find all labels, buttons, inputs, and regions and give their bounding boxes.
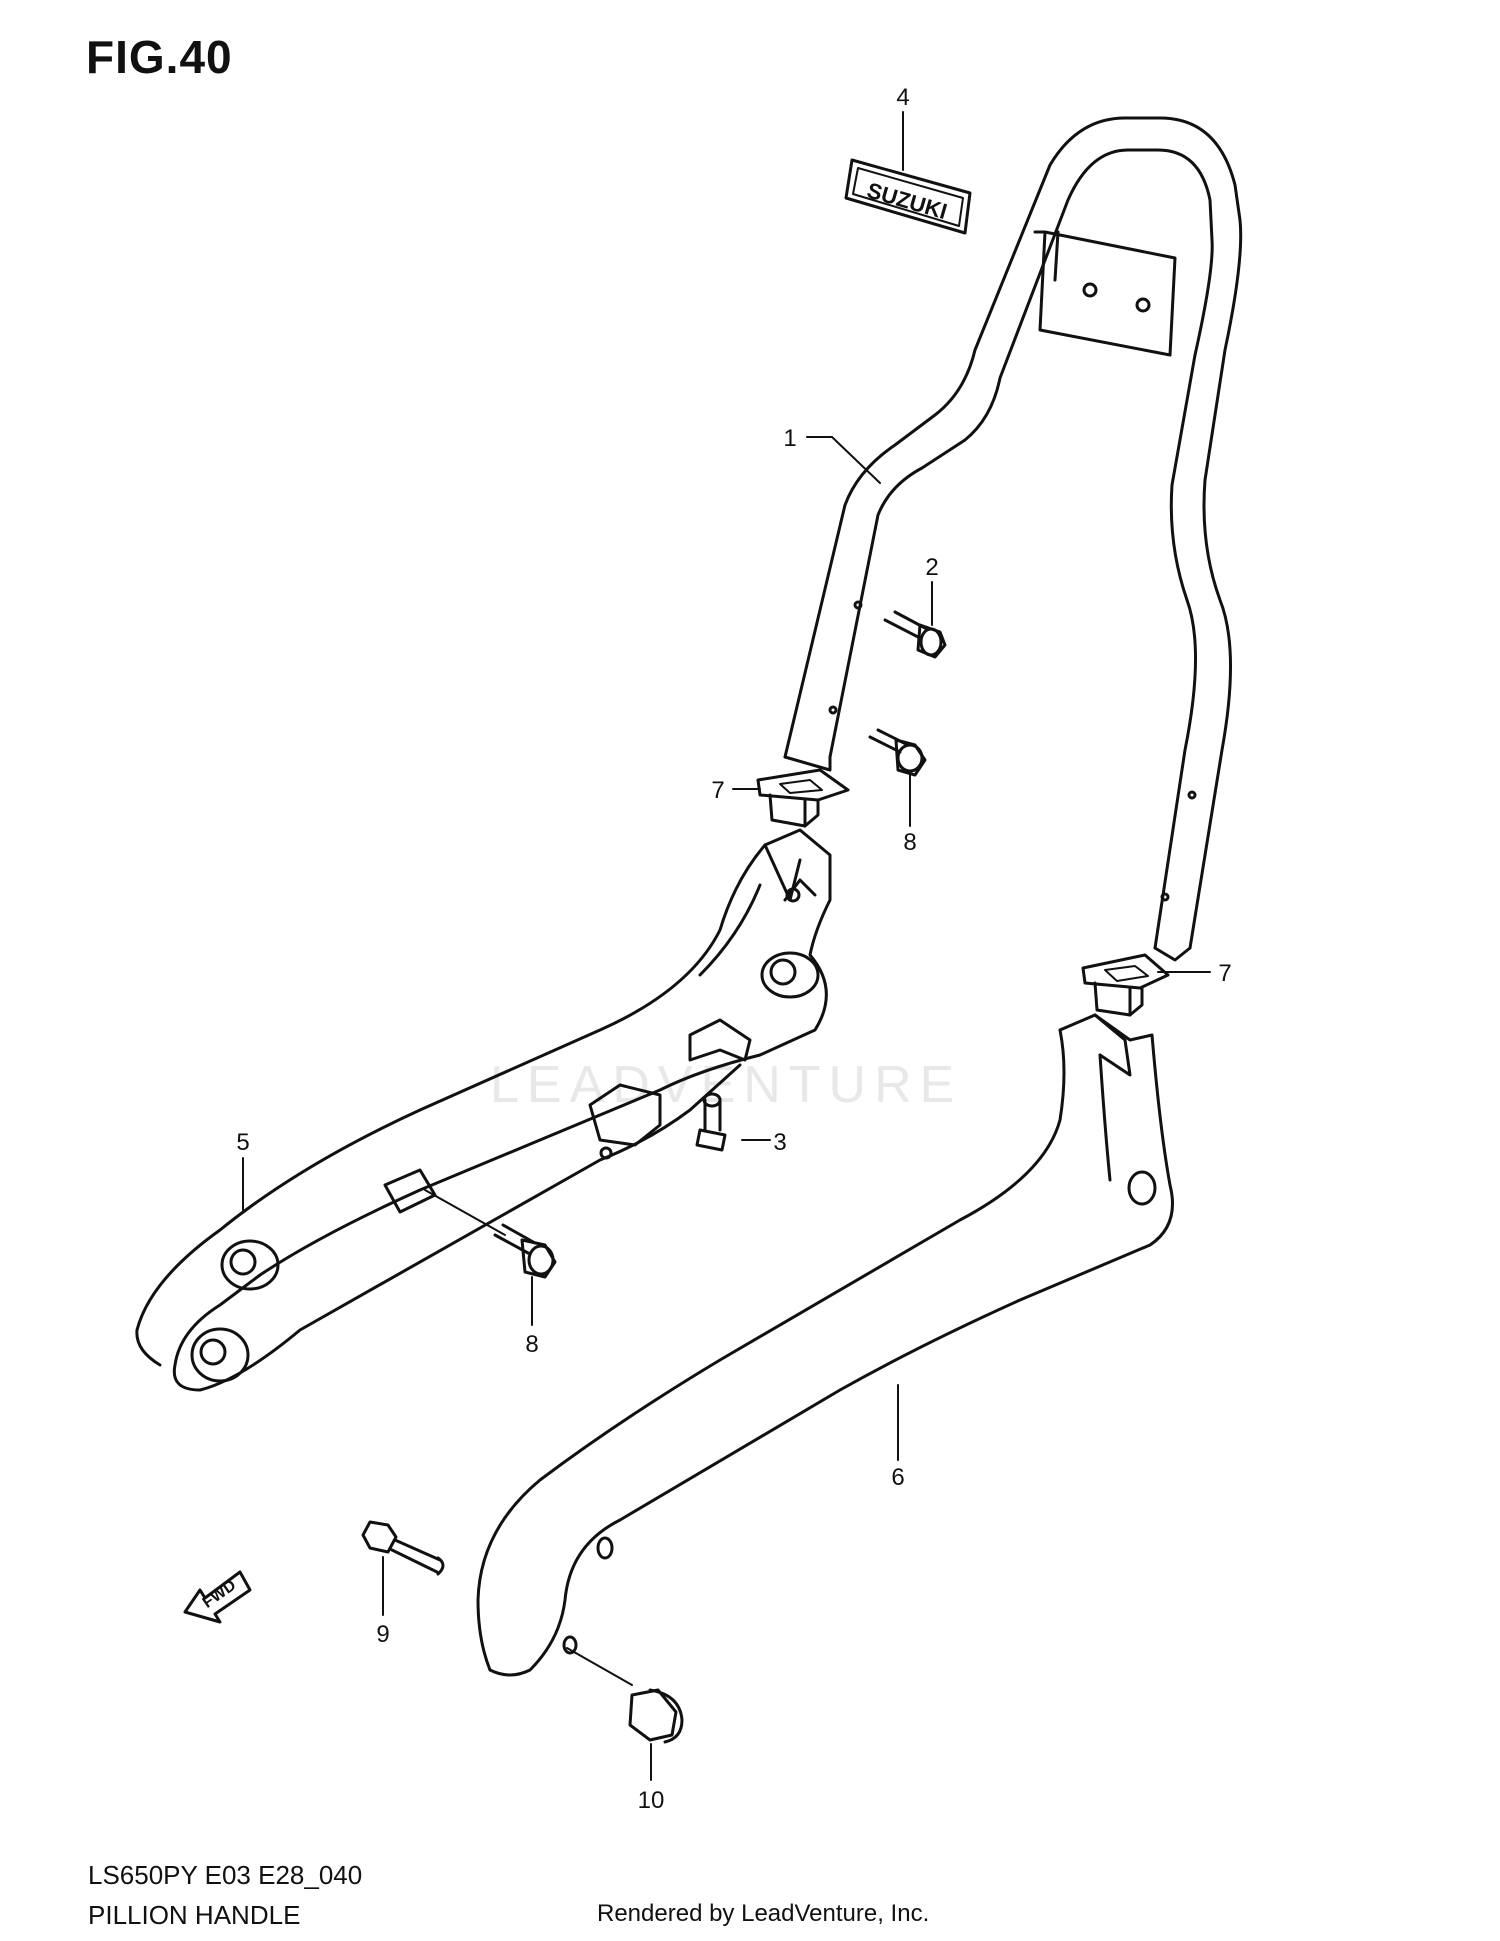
- bolt-8-upper: [868, 728, 927, 777]
- callout-9: 9: [376, 1621, 389, 1648]
- bolt-3: [695, 1092, 727, 1152]
- bolt-2: [883, 610, 947, 659]
- callout-7-upper: 7: [711, 777, 724, 804]
- figure-title: FIG.40: [86, 31, 233, 83]
- model-code: LS650PY E03 E28_040: [88, 1860, 363, 1890]
- callout-labels: 1 2 3 4 5 6 7 7 8 8 9 10: [236, 84, 1231, 1814]
- bolt-8-lower: [493, 1223, 557, 1279]
- callout-4: 4: [896, 84, 909, 111]
- nut-10: [628, 1688, 684, 1744]
- left-bracket: [135, 828, 832, 1392]
- diagram-name: PILLION HANDLE: [88, 1900, 301, 1930]
- fwd-text: FWD: [200, 1577, 240, 1612]
- cushion-upper: [756, 768, 850, 828]
- callout-leaders: [242, 111, 1211, 1781]
- right-bracket: [476, 1013, 1174, 1677]
- callout-2: 2: [925, 554, 938, 581]
- callout-8-upper: 8: [903, 829, 916, 856]
- callout-10: 10: [638, 1787, 665, 1814]
- callout-8-lower: 8: [525, 1331, 538, 1358]
- assembly-lines: [424, 1189, 633, 1686]
- render-credit: Rendered by LeadVenture, Inc.: [597, 1900, 930, 1927]
- callout-3: 3: [773, 1129, 786, 1156]
- callout-5: 5: [236, 1129, 249, 1156]
- callout-6: 6: [891, 1464, 904, 1491]
- suzuki-badge: SUZUKI: [844, 158, 972, 235]
- callout-7-lower: 7: [1218, 960, 1231, 987]
- backrest-frame: [783, 116, 1243, 962]
- bolt-9: [361, 1520, 445, 1576]
- fwd-arrow-icon: FWD: [183, 1570, 252, 1624]
- callout-1: 1: [783, 425, 796, 452]
- cushion-lower: [1081, 953, 1170, 1017]
